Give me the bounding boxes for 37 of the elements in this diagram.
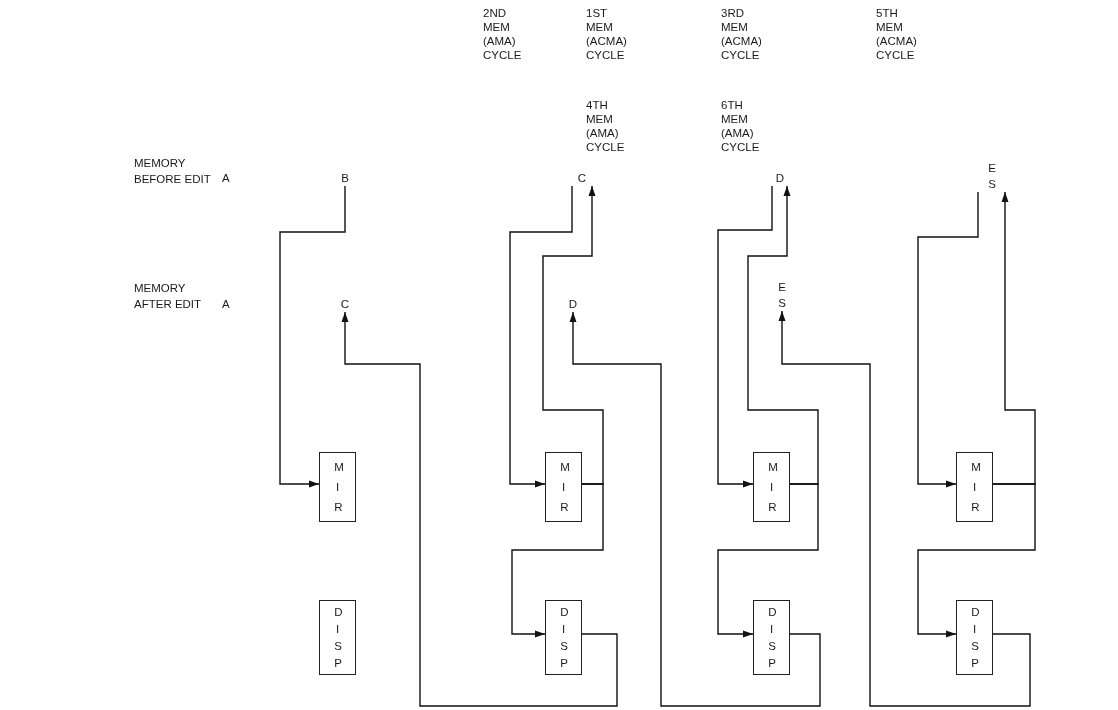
arrow [509,185,573,488]
memory-word: E S [972,160,1012,192]
arrow [917,483,1036,638]
disp-register-box: D I S P [956,600,993,675]
arrow [717,185,773,488]
cycle-heading: 2ND MEM (AMA) CYCLE [483,6,522,62]
row-heading: MEMORY BEFORE EDIT [134,156,212,187]
arrow [511,483,604,638]
memory-word: E S [772,279,792,311]
mir-register-box: M I R [319,452,356,522]
disp-register-box: D I S P [545,600,582,675]
memory-word: C [334,296,356,312]
row-heading: MEMORY AFTER EDIT [134,281,203,312]
cycle-heading: 1ST MEM (ACMA) CYCLE [586,6,627,62]
memory-word: C [563,170,601,186]
arrow [341,311,618,707]
disp-register-box: D I S P [753,600,790,675]
arrow [778,310,1031,707]
memory-word: A [222,297,230,311]
mir-register-box: M I R [753,452,790,522]
memory-word: D [562,296,584,312]
arrow [569,311,821,707]
cycle-heading: 6TH MEM (AMA) CYCLE [721,98,760,154]
cycle-heading: 4TH MEM (AMA) CYCLE [586,98,625,154]
mir-register-box: M I R [956,452,993,522]
arrow [279,185,346,488]
mir-register-box: M I R [545,452,582,522]
cycle-heading: 5TH MEM (ACMA) CYCLE [876,6,917,62]
cycle-heading: 3RD MEM (ACMA) CYCLE [721,6,762,62]
memory-word: D [763,170,797,186]
memory-word: A [222,171,230,185]
arrow [717,483,819,638]
memory-word: B [335,170,355,186]
arrow [747,185,819,485]
arrow [542,185,604,485]
disp-register-box: D I S P [319,600,356,675]
arrow [917,191,979,488]
